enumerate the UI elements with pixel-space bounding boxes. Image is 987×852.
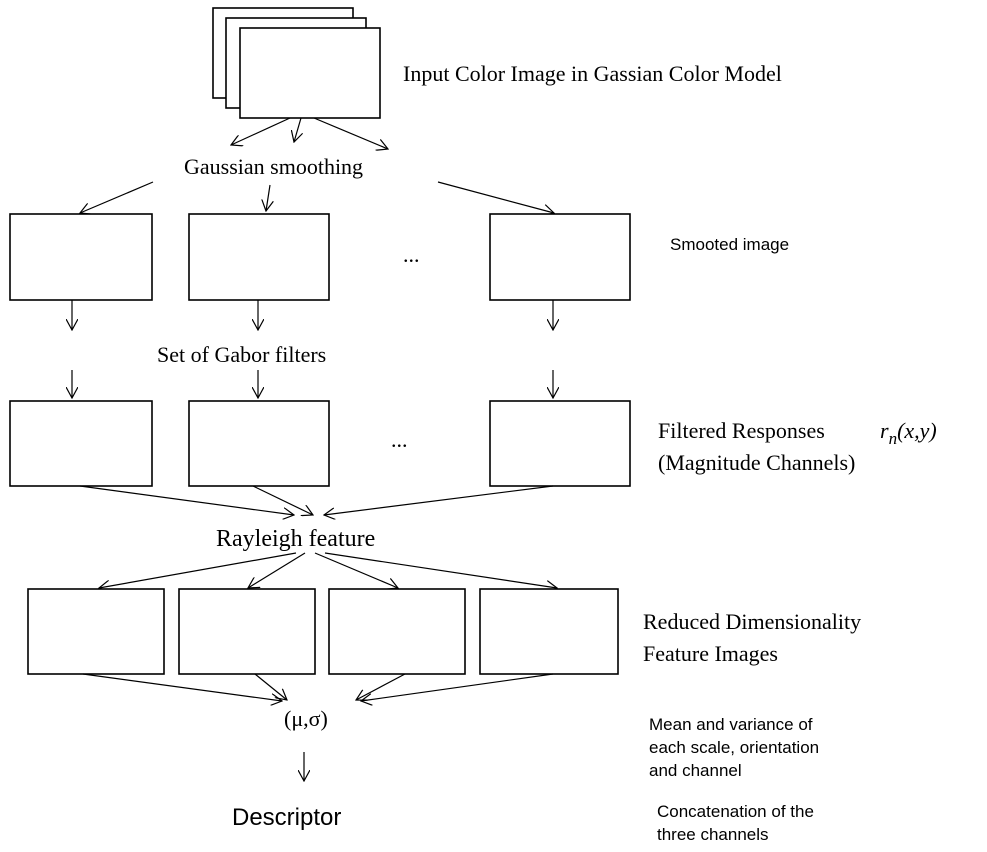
- arrows-smoothed-to-gabor: [72, 300, 553, 330]
- filtered-formula: rn(x,y): [880, 418, 937, 448]
- mu-sigma-label: (μ,σ): [284, 706, 328, 731]
- mean-variance-line1: Mean and variance of: [649, 715, 813, 734]
- concatenation-line1: Concatenation of the: [657, 802, 814, 821]
- feature-images-label: Feature Images: [643, 641, 778, 666]
- input-frame-front: [239, 27, 381, 119]
- reduced-box-2: [178, 588, 316, 675]
- filtered-responses-row: [9, 400, 631, 487]
- arrows-reduced-to-musigma: [82, 673, 554, 701]
- filtered-responses-label: Filtered Responses: [658, 418, 825, 443]
- reduced-dimensionality-label: Reduced Dimensionality: [643, 609, 861, 634]
- concatenation-line2: three channels: [657, 825, 769, 844]
- rayleigh-feature-label: Rayleigh feature: [216, 526, 375, 552]
- input-label: Input Color Image in Gassian Color Model: [403, 61, 782, 86]
- filtered-box-1: [9, 400, 153, 487]
- arrows-gaussian-to-smoothed: [80, 181, 554, 213]
- gaussian-smoothing-label: Gaussian smoothing: [184, 154, 363, 179]
- reduced-box-4: [479, 588, 619, 675]
- arrows-gabor-to-filtered: [72, 370, 553, 398]
- arrows-rayleigh-to-reduced: [99, 552, 557, 588]
- mean-variance-line2: each scale, orientation: [649, 738, 819, 757]
- input-image-stack: [212, 7, 381, 119]
- smoothed-ellipsis: ...: [403, 242, 420, 267]
- gabor-filters-label: Set of Gabor filters: [157, 342, 326, 367]
- descriptor-label: Descriptor: [232, 804, 341, 831]
- mean-variance-line3: and channel: [649, 761, 742, 780]
- smoothed-box-2: [188, 213, 330, 301]
- arrows-filtered-to-rayleigh: [79, 485, 554, 515]
- reduced-feature-row: [27, 588, 619, 675]
- smoothed-image-row: [9, 213, 631, 301]
- magnitude-channels-label: (Magnitude Channels): [658, 450, 855, 475]
- smoothed-box-1: [9, 213, 153, 301]
- filtered-box-3: [489, 400, 631, 487]
- filtered-ellipsis: ...: [391, 427, 408, 452]
- reduced-box-1: [27, 588, 165, 675]
- arrows-input-to-gaussian: [231, 117, 388, 149]
- smoothed-image-label: Smooted image: [670, 235, 789, 254]
- reduced-box-3: [328, 588, 466, 675]
- filtered-box-2: [188, 400, 330, 487]
- smoothed-box-3: [489, 213, 631, 301]
